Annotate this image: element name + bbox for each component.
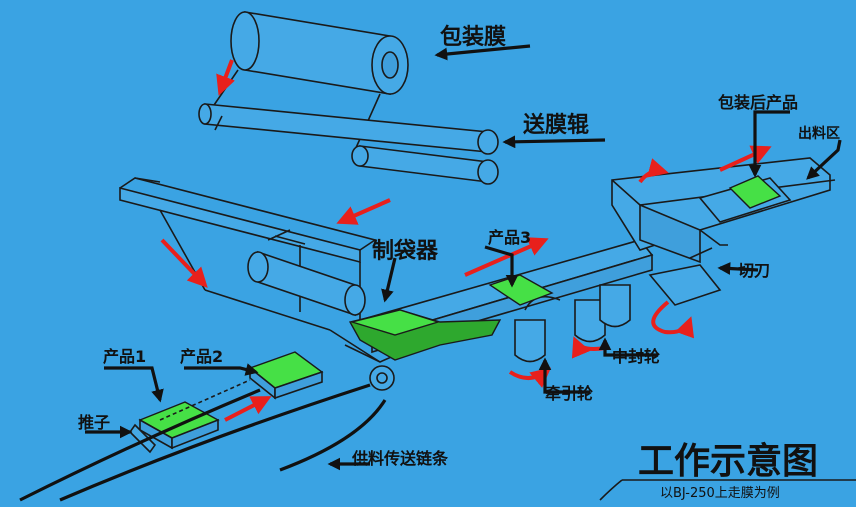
bag-former [348, 309, 502, 361]
label-bag-former: 制袋器 [372, 238, 439, 264]
arrow-film-back [336, 198, 391, 225]
diagram-subtitle: 以BJ-250上走膜为例 [660, 486, 780, 501]
label-pusher: 推子 [78, 413, 110, 432]
label-output-area: 出料区 [798, 125, 840, 142]
diagram-title: 工作示意图 [638, 440, 818, 482]
arrow-rotate-cutter [651, 300, 695, 339]
label-product-2: 产品2 [180, 347, 223, 366]
arrow-output [719, 145, 772, 172]
flow-arrows [160, 59, 772, 422]
label-pointers [85, 44, 842, 471]
label-packed-product: 包装后产品 [718, 93, 798, 112]
label-product-1: 产品1 [103, 347, 146, 366]
label-film: 包装膜 [440, 24, 506, 50]
arrow-product-3 [464, 237, 549, 277]
label-film-roller: 送膜辊 [523, 112, 589, 138]
arrow-film-down-left [160, 238, 208, 288]
film-roll [230, 11, 409, 95]
label-feed-chain: 供料传送链条 [351, 449, 449, 468]
arrow-film-down [216, 59, 235, 96]
label-traction: 牵引轮 [545, 384, 593, 403]
frame [119, 177, 377, 340]
arrow-product-2 [224, 396, 272, 422]
product-2-shape [248, 351, 324, 400]
label-product-3: 产品3 [488, 228, 531, 247]
title-block: 工作示意图 以BJ-250上走膜为例 [599, 440, 856, 501]
label-cutter: 切刀 [738, 261, 770, 280]
arrow-rotate-top [638, 158, 669, 184]
output-section [611, 157, 836, 306]
feed-chain [19, 365, 395, 502]
arrow-rotate-traction [508, 367, 552, 388]
film-feed-rollers [198, 103, 499, 185]
label-middle-seal: 中封轮 [612, 347, 660, 366]
packed-product-shape [728, 175, 782, 209]
